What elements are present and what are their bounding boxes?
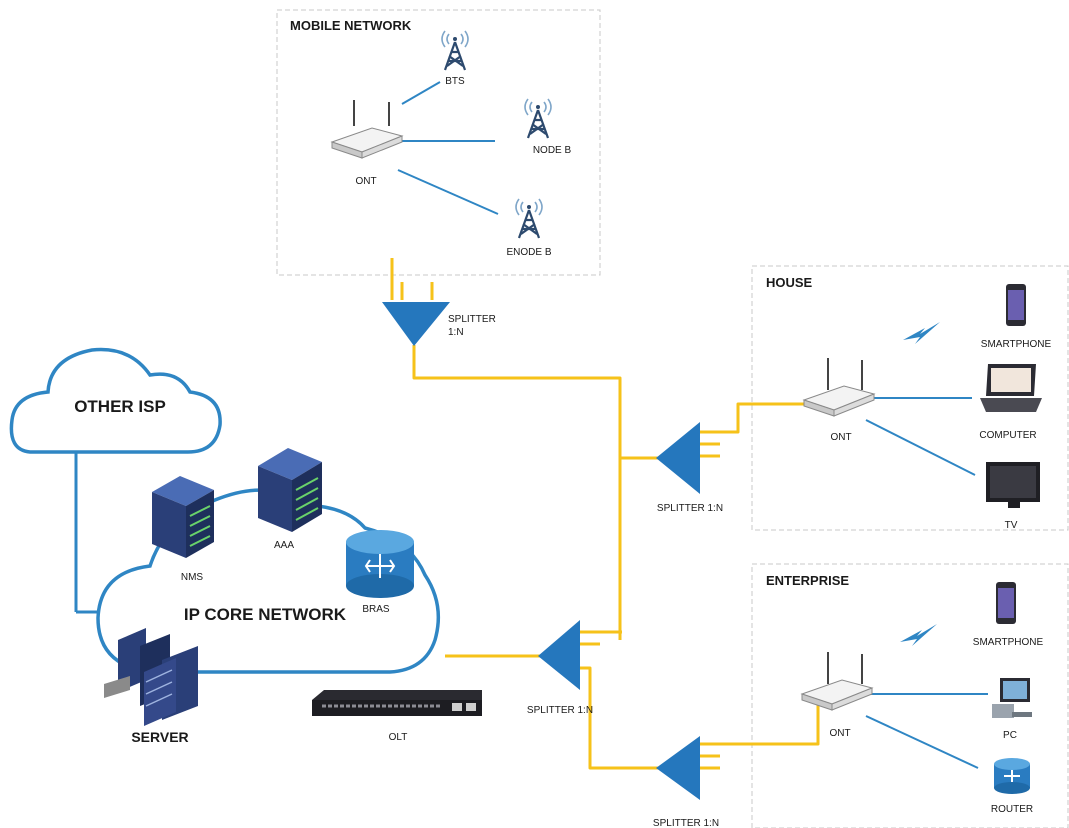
nodeb-tower-icon bbox=[524, 98, 552, 139]
splitter-house-label: SPLITTER 1:N bbox=[657, 503, 723, 514]
fiber-house-stubs bbox=[700, 442, 720, 458]
enodeb-tower-icon bbox=[515, 198, 543, 239]
link-ont-bts bbox=[401, 81, 441, 105]
ont-house-icon bbox=[802, 358, 876, 417]
link-ont-enodeb bbox=[397, 169, 499, 215]
nms-server-icon bbox=[152, 476, 214, 558]
enterprise-box bbox=[751, 563, 1069, 828]
fiber-enterprise-feed bbox=[580, 666, 660, 770]
olt-label: OLT bbox=[389, 732, 408, 743]
ont-mobile-icon bbox=[330, 100, 404, 159]
splitter-main-icon bbox=[538, 620, 580, 690]
fiber-mobile-drop bbox=[390, 258, 434, 300]
aaa-label: AAA bbox=[274, 540, 294, 551]
tv-label: TV bbox=[1005, 520, 1018, 531]
other-isp-cloud: OTHER ISP bbox=[9, 347, 222, 454]
olt-icon bbox=[312, 690, 482, 716]
fiber-links bbox=[390, 258, 820, 770]
pc-label: PC bbox=[1003, 730, 1017, 741]
link-ont-tv bbox=[865, 419, 976, 476]
ont-enterprise-icon bbox=[800, 652, 874, 711]
wireless-house-icon bbox=[903, 322, 940, 344]
splitter-top-label-2: 1:N bbox=[448, 327, 464, 338]
house-title: HOUSE bbox=[766, 275, 813, 290]
ip-core-label: IP CORE NETWORK bbox=[184, 605, 347, 624]
house-section: HOUSE bbox=[751, 265, 1069, 531]
mobile-network-title: MOBILE NETWORK bbox=[290, 18, 412, 33]
fiber-enterprise-stubs bbox=[700, 754, 720, 770]
wireless-links bbox=[397, 81, 988, 769]
bras-router-icon bbox=[346, 530, 414, 598]
aaa-server-icon bbox=[258, 448, 322, 532]
server-label: SERVER bbox=[131, 729, 188, 745]
mobile-network-section: MOBILE NETWORK bbox=[276, 9, 601, 276]
smartphone-house-label: SMARTPHONE bbox=[981, 339, 1052, 350]
smartphone-house-icon bbox=[1006, 284, 1026, 326]
ont-mobile-label: ONT bbox=[355, 176, 376, 187]
splitter-house-icon bbox=[656, 422, 700, 494]
fiber-trunk bbox=[412, 345, 622, 640]
fiber-house-ont bbox=[700, 402, 806, 434]
computer-label: COMPUTER bbox=[979, 430, 1036, 441]
other-isp-label: OTHER ISP bbox=[74, 397, 166, 416]
enterprise-section: ENTERPRISE bbox=[751, 563, 1069, 828]
pc-icon bbox=[992, 678, 1032, 718]
splitter-enterprise-label: SPLITTER 1:N bbox=[653, 818, 719, 828]
splitter-top-label-1: SPLITTER bbox=[448, 314, 496, 325]
splitter-top-icon bbox=[382, 302, 450, 346]
router-icon bbox=[994, 758, 1030, 794]
wireless-enterprise-icon bbox=[900, 624, 937, 646]
splitter-main-label: SPLITTER 1:N bbox=[527, 705, 593, 716]
smartphone-enterprise-label: SMARTPHONE bbox=[973, 637, 1044, 648]
nodeb-label: NODE B bbox=[533, 145, 572, 156]
tv-icon bbox=[986, 462, 1040, 508]
server-cluster-icon bbox=[104, 628, 198, 726]
bts-tower-icon bbox=[441, 30, 469, 71]
link-ont-router bbox=[865, 715, 979, 769]
house-box bbox=[751, 265, 1069, 531]
splitter-enterprise-icon bbox=[656, 736, 700, 800]
enterprise-title: ENTERPRISE bbox=[766, 573, 849, 588]
enodeb-label: ENODE B bbox=[506, 247, 551, 258]
ont-enterprise-label: ONT bbox=[829, 728, 850, 739]
bras-label: BRAS bbox=[362, 604, 390, 615]
mobile-network-box bbox=[276, 9, 601, 276]
fiber-enterprise-ont bbox=[700, 702, 820, 746]
nms-label: NMS bbox=[181, 572, 204, 583]
router-label: ROUTER bbox=[991, 804, 1033, 815]
bts-label: BTS bbox=[445, 76, 465, 87]
computer-icon bbox=[980, 364, 1042, 412]
other-isp-cloud-shape bbox=[9, 347, 222, 454]
smartphone-enterprise-icon bbox=[996, 582, 1016, 624]
ont-house-label: ONT bbox=[830, 432, 851, 443]
fiber-main-stubs bbox=[580, 630, 622, 646]
